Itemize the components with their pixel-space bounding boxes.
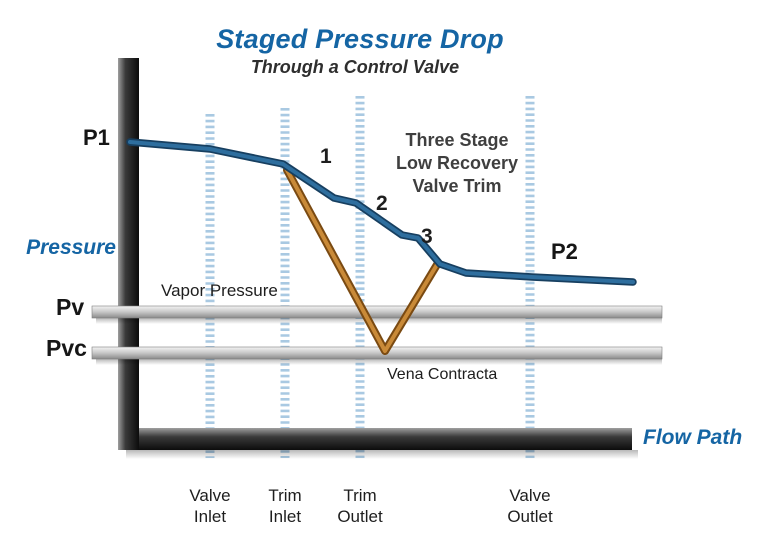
diagram-subtitle: Through a Control Valve bbox=[250, 57, 460, 77]
pressure-line bbox=[128, 140, 635, 284]
pv-pressure-bar bbox=[91, 305, 663, 319]
tick-valve-outlet-line-1: Valve bbox=[509, 486, 551, 505]
diagram-title: Staged Pressure Drop bbox=[216, 24, 504, 54]
tick-valve-outlet-line-2: Outlet bbox=[507, 507, 553, 526]
stage-number-2: 2 bbox=[376, 192, 388, 215]
tick-valve-outlet: Valve Outlet bbox=[485, 485, 575, 527]
pv-label: Pv bbox=[56, 294, 85, 320]
tick-trim-inlet: Trim Inlet bbox=[240, 485, 330, 527]
tick-valve-inlet-line-1: Valve bbox=[189, 486, 231, 505]
tick-trim-outlet-line-1: Trim bbox=[343, 486, 377, 505]
pv-bar-shadow bbox=[96, 318, 662, 324]
pvc-bar-shadow bbox=[96, 359, 662, 365]
stage-number-3: 3 bbox=[421, 225, 433, 248]
tick-valve-inlet-line-2: Inlet bbox=[193, 507, 227, 526]
trim-note-annotation: Three Stage Low Recovery Valve Trim bbox=[377, 129, 537, 198]
trim-note-line-1: Three Stage bbox=[405, 130, 509, 150]
pressure-axis-label: Pressure bbox=[26, 236, 116, 259]
x-axis-shadow bbox=[126, 450, 638, 459]
vena-contracta-line bbox=[285, 168, 440, 353]
y-axis-bar bbox=[118, 58, 139, 450]
tick-trim-outlet: Trim Outlet bbox=[315, 485, 405, 527]
pvc-pressure-bar bbox=[91, 346, 663, 360]
trim-note-line-2: Low Recovery bbox=[395, 153, 519, 173]
tick-valve-inlet: Valve Inlet bbox=[165, 485, 255, 527]
pvc-label: Pvc bbox=[46, 335, 87, 361]
tick-trim-inlet-line-1: Trim bbox=[268, 486, 302, 505]
vapor-pressure-label: Vapor Pressure bbox=[161, 281, 278, 300]
stage-number-1: 1 bbox=[320, 145, 332, 168]
tick-trim-inlet-line-2: Inlet bbox=[268, 507, 302, 526]
vena-contracta-label: Vena Contracta bbox=[387, 366, 498, 383]
p2-label: P2 bbox=[551, 239, 578, 264]
p1-label: P1 bbox=[83, 125, 110, 150]
flow-path-axis-label: Flow Path bbox=[643, 426, 743, 449]
trim-note-line-3: Valve Trim bbox=[412, 176, 502, 196]
x-axis-bar bbox=[118, 428, 632, 450]
tick-trim-outlet-line-2: Outlet bbox=[337, 507, 383, 526]
